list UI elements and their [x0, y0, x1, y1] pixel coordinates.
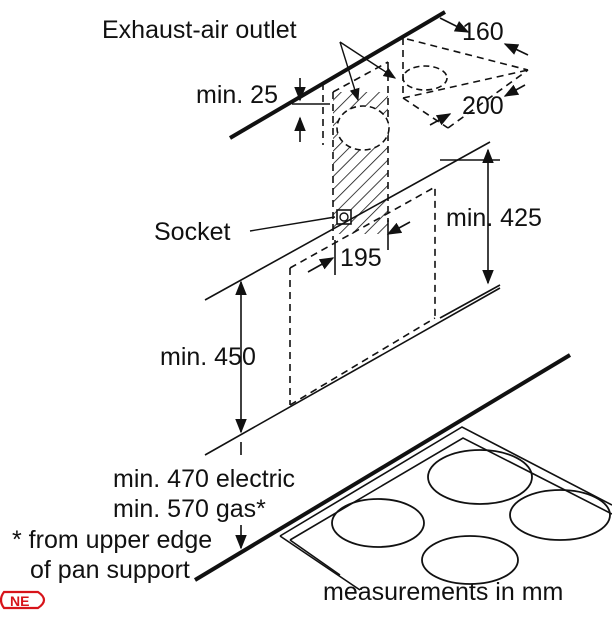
burner-front-left	[331, 498, 425, 548]
burner-rear-right	[509, 489, 611, 541]
leader-lines	[249, 41, 397, 232]
units-note: measurements in mm	[323, 578, 563, 606]
label-dim-200: 200	[462, 92, 504, 120]
label-dim-160: 160	[462, 18, 504, 46]
cooktop	[193, 353, 612, 591]
label-min-25: min. 25	[196, 81, 278, 109]
socket-box	[336, 209, 352, 225]
dimension-160	[439, 17, 529, 56]
outlet-opening-top	[402, 65, 448, 91]
outlet-opening-duct	[336, 105, 390, 151]
hood-body	[289, 185, 436, 406]
wall-plane-line	[204, 141, 491, 301]
brand-logo-text: NE	[10, 593, 29, 609]
dimension-min-425	[439, 148, 501, 319]
label-min-450: min. 450	[160, 343, 256, 371]
footnote-line-2: of pan support	[30, 556, 190, 584]
label-exhaust-outlet: Exhaust-air outlet	[102, 16, 297, 44]
label-min-570-gas: min. 570 gas*	[113, 495, 266, 523]
label-min-470-electric: min. 470 electric	[113, 465, 295, 493]
label-min-425: min. 425	[446, 204, 542, 232]
label-socket: Socket	[154, 218, 230, 246]
dimension-min-25	[292, 78, 330, 142]
dimension-195	[307, 220, 411, 275]
burner-rear-left	[427, 449, 533, 505]
label-dim-195: 195	[340, 244, 382, 272]
wall-lower-line	[204, 287, 501, 456]
exhaust-outlet-box	[322, 37, 529, 145]
footnote-line-1: * from upper edge	[12, 526, 212, 554]
brand-logo-icon: NE	[0, 590, 46, 610]
dimension-200	[429, 84, 526, 126]
socket-icon	[339, 212, 349, 222]
burner-front-right	[421, 535, 519, 585]
